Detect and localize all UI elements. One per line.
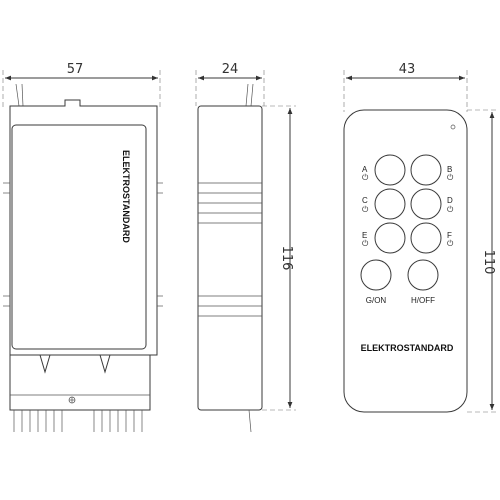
top-wire-left-2 xyxy=(21,83,24,107)
controller-width-label: 57 xyxy=(67,62,84,77)
power-icon: ⏻ xyxy=(362,205,369,214)
remote-button-grid: A B ⏻ ⏻ C D ⏻ ⏻ E F ⏻ ⏻ G/ON H/OFF xyxy=(360,154,454,305)
power-icon: ⏻ xyxy=(362,239,369,248)
remote-width-label: 43 xyxy=(399,62,416,77)
controller-depth-label: 24 xyxy=(222,62,239,77)
top-wire xyxy=(250,83,254,107)
remote-height-label: 110 xyxy=(481,250,496,275)
button-b-label: B xyxy=(447,165,452,174)
side-body xyxy=(197,105,263,411)
controller-side-view: 24 116 xyxy=(195,62,296,433)
off-label: H/OFF xyxy=(411,296,435,305)
button-e[interactable] xyxy=(374,222,406,254)
power-icon: ⏻ xyxy=(447,205,454,214)
controller-label-panel xyxy=(11,124,147,350)
controller-brand-text: ELEKTROSTANDARD xyxy=(121,150,131,243)
controller-front-view: 57 ELEKTROSTANDARD xyxy=(2,62,163,432)
side-grooves xyxy=(198,182,262,317)
button-d-label: D xyxy=(447,196,453,205)
button-c[interactable] xyxy=(374,188,406,220)
power-icon: ⏻ xyxy=(362,173,369,182)
remote-brand-text: ELEKTROSTANDARD xyxy=(361,343,454,353)
controller-body xyxy=(9,99,158,356)
button-a[interactable] xyxy=(374,154,406,186)
button-d[interactable] xyxy=(410,188,442,220)
button-c-label: C xyxy=(362,196,368,205)
button-off[interactable] xyxy=(407,259,439,291)
button-f-label: F xyxy=(447,231,452,240)
bottom-wires xyxy=(13,410,143,432)
power-icon: ⏻ xyxy=(447,173,454,182)
button-b[interactable] xyxy=(410,154,442,186)
terminal-block xyxy=(9,354,151,411)
top-wire-left xyxy=(15,83,20,107)
remote-body xyxy=(343,109,468,413)
button-a-label: A xyxy=(362,165,368,174)
button-on[interactable] xyxy=(360,259,392,291)
button-e-label: E xyxy=(362,231,367,240)
bottom-wire xyxy=(248,409,252,433)
side-ribs xyxy=(3,182,163,307)
power-icon: ⏻ xyxy=(447,239,454,248)
on-label: G/ON xyxy=(366,296,387,305)
top-wire xyxy=(245,83,249,107)
remote-view: 43 A B ⏻ ⏻ C D ⏻ ⏻ E F ⏻ ⏻ xyxy=(343,62,498,413)
button-f[interactable] xyxy=(410,222,442,254)
controller-height-label: 116 xyxy=(279,246,294,271)
indicator-led xyxy=(450,124,456,130)
